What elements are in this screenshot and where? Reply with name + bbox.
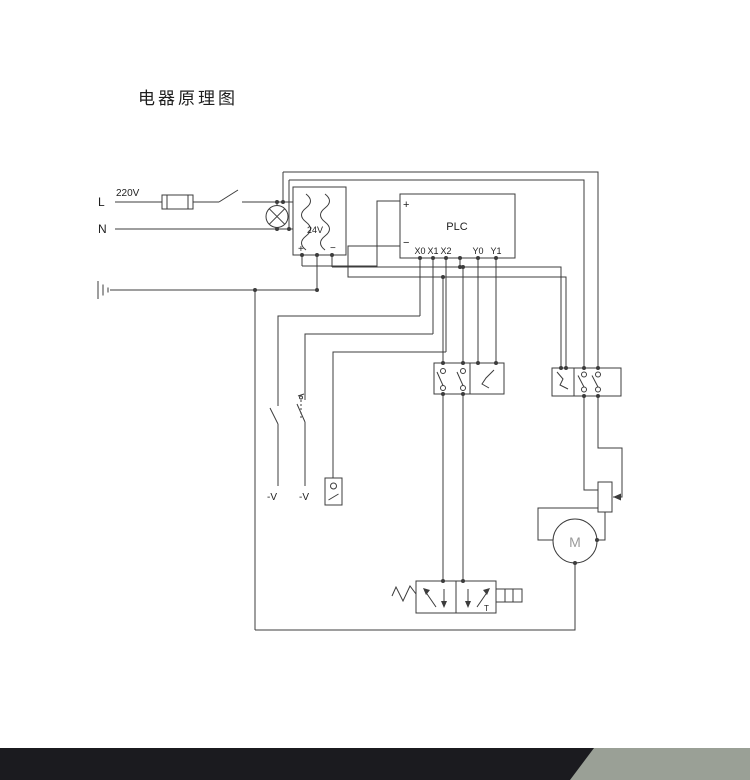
plc-block <box>399 193 516 259</box>
relay-contact-block-left <box>433 362 505 395</box>
neutral-line-label: N <box>98 222 107 236</box>
plc-terminal-y0: Y0 <box>472 246 483 256</box>
footer-band <box>0 748 750 780</box>
motor-label: M <box>569 534 581 550</box>
fuse-symbol <box>161 194 194 210</box>
potentiometer-symbol <box>597 481 613 513</box>
transformer-minus-label: − <box>330 243 336 254</box>
potentiometer-wiper-arrow <box>613 493 621 501</box>
ground-symbol <box>97 281 109 299</box>
switch2-wire-label: -V <box>299 492 309 503</box>
transformer-plus-label: + <box>298 244 304 255</box>
spring-icon <box>391 585 417 603</box>
proximity-sensor-symbol <box>324 477 343 506</box>
plc-title: PLC <box>446 221 467 233</box>
live-line-label: L <box>98 195 105 209</box>
footer-gray-band <box>570 748 750 780</box>
plc-plus-label: + <box>403 199 409 211</box>
transformer-voltage-label: 24V <box>307 225 323 235</box>
plc-terminal-x2: X2 <box>440 246 451 256</box>
mains-voltage-label: 220V <box>116 188 140 199</box>
valve-tank-label: T <box>484 604 489 613</box>
solenoid-icon <box>495 588 523 603</box>
transformer-symbol <box>292 186 347 256</box>
switch1-wire-label: -V <box>267 492 277 503</box>
plc-terminal-y1: Y1 <box>490 246 501 256</box>
switch2-actuator-icon <box>297 393 305 400</box>
plc-terminal-x1: X1 <box>427 246 438 256</box>
solenoid-valve-symbol <box>391 580 523 614</box>
junction-dots <box>253 200 600 583</box>
plc-minus-label: − <box>403 237 409 249</box>
page-title: 电器原理图 <box>138 89 238 108</box>
relay-contact-block-right <box>551 367 622 397</box>
plc-terminal-x0: X0 <box>414 246 425 256</box>
